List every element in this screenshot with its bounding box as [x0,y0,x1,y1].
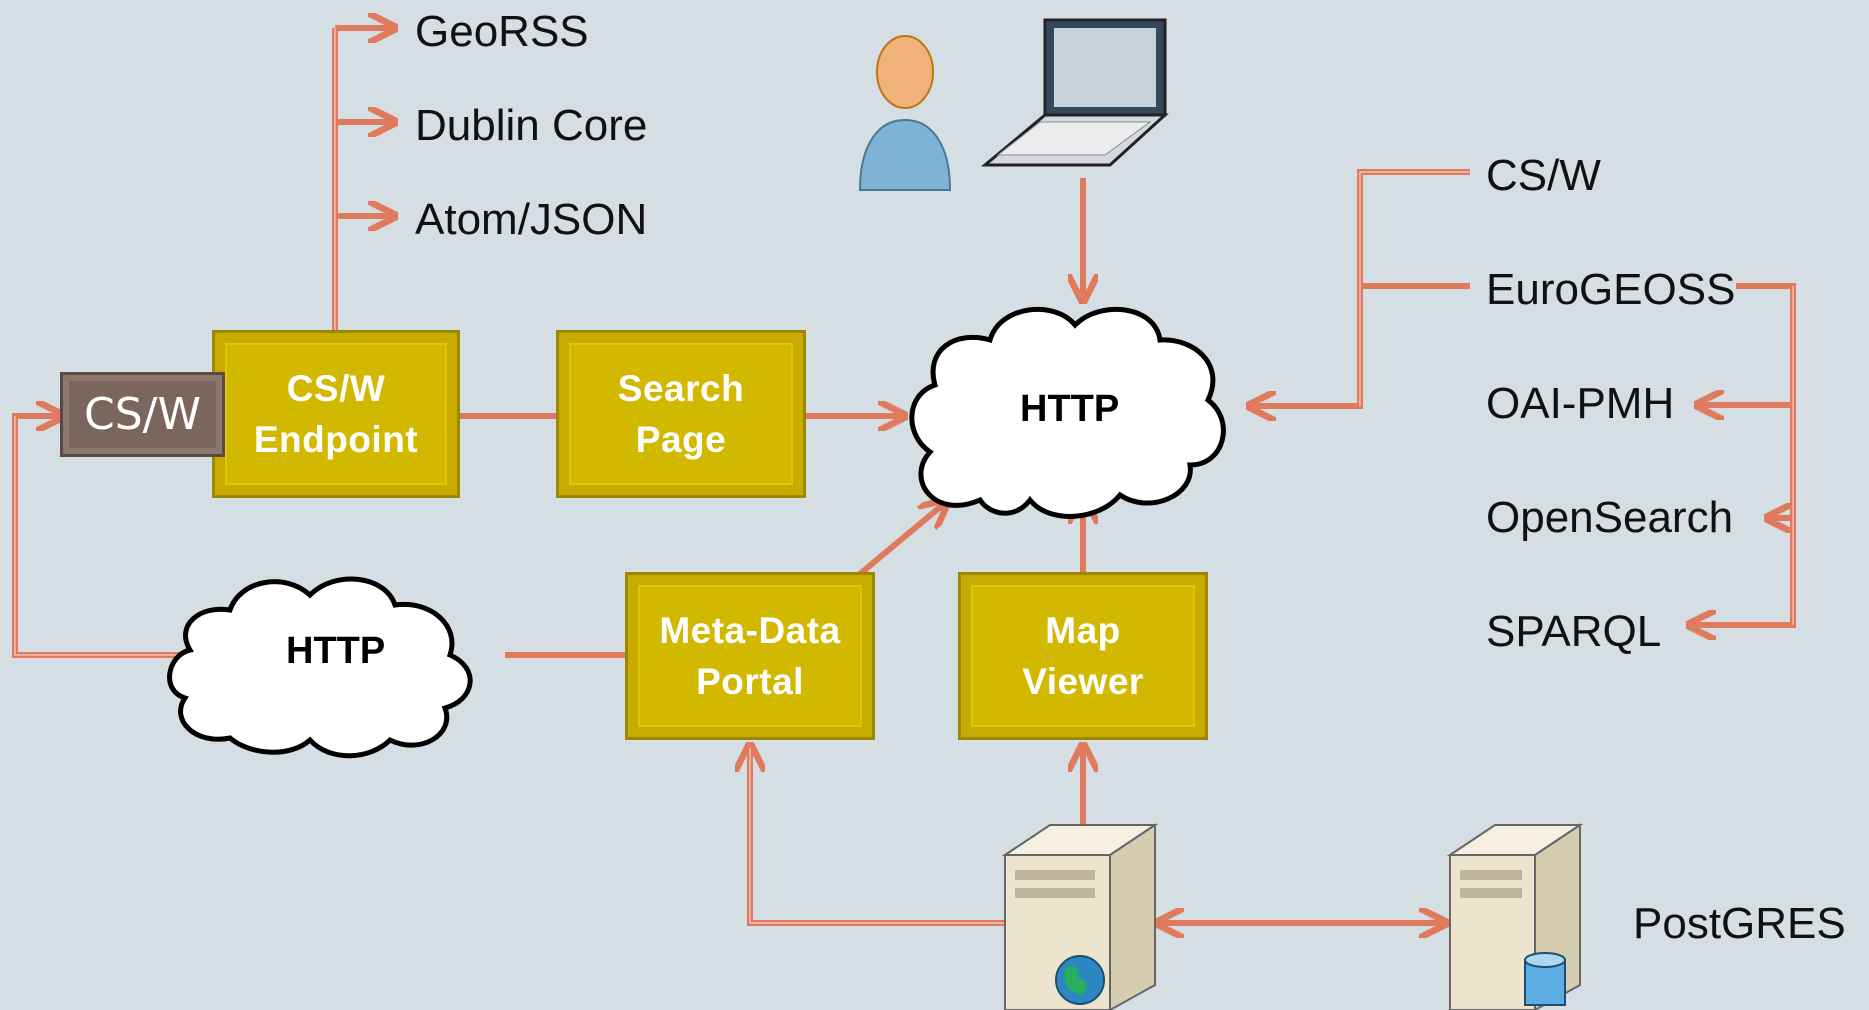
search-page-box: Search Page [556,330,806,498]
laptop-icon [980,18,1169,167]
user-icon [858,35,952,191]
web-server-icon [1001,823,1159,1010]
csw-endpoint-label: CS/W Endpoint [253,368,419,460]
csw-tag: CS/W [60,372,225,457]
http-cloud-secondary-label: HTTP [286,630,386,672]
http-cloud-secondary [167,576,473,759]
map-viewer-label: Map Viewer [1022,610,1144,702]
metadata-portal-label: Meta-Data Portal [659,610,841,702]
protocol-oai-pmh-label: OAI-PMH [1486,379,1675,428]
protocol-sparql-label: SPARQL [1486,607,1662,656]
format-georss-label: GeoRSS [415,7,589,56]
csw-tag-label: CS/W [84,389,201,440]
protocol-eurogeoss-label: EuroGEOSS [1486,265,1736,314]
format-dublin-core-label: Dublin Core [415,101,648,150]
postgres-label: PostGRES [1633,899,1846,948]
database-server-icon [1446,823,1584,1010]
format-atom-json-label: Atom/JSON [415,195,648,244]
http-cloud-main-label: HTTP [1020,388,1120,430]
csw-endpoint-box: CS/W Endpoint [212,330,460,498]
protocol-csw-label: CS/W [1486,151,1601,200]
protocol-opensearch-label: OpenSearch [1486,493,1734,542]
search-page-label: Search Page [617,368,745,460]
http-cloud-main [909,306,1226,519]
map-viewer-box: Map Viewer [958,572,1208,740]
metadata-portal-box: Meta-Data Portal [625,572,875,740]
